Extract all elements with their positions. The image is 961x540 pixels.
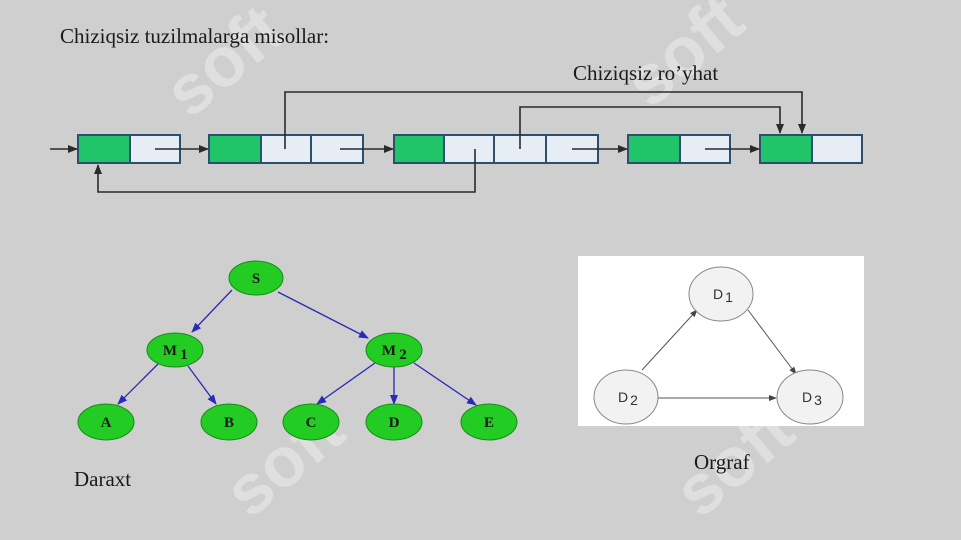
- tree-node-e: E: [460, 403, 518, 441]
- digraph-node-d3-sub: 3: [814, 392, 822, 408]
- tree-node-d: D: [365, 403, 423, 441]
- tree-node-m1: M 1: [146, 332, 204, 368]
- tree-node-e-label: E: [484, 415, 494, 431]
- nonlinear-list: [50, 91, 863, 193]
- digraph-node-d2-label: D: [618, 389, 628, 405]
- list-node-5: [759, 134, 863, 164]
- tree-node-m2: M 2: [365, 332, 423, 368]
- tree-node-a-label: A: [101, 415, 112, 431]
- list-arrows: [50, 91, 806, 193]
- list-node-3: [393, 134, 599, 164]
- tree-node-m1-label: M: [163, 343, 177, 359]
- digraph-node-d1: D 1: [688, 266, 754, 322]
- list-node-2: [208, 134, 364, 164]
- slide-title: Chiziqsiz tuzilmalarga misollar:: [60, 24, 330, 48]
- tree-node-a: A: [77, 403, 135, 441]
- tree-node-m2-label: M: [382, 343, 396, 359]
- digraph-edges: [641, 309, 797, 401]
- tree-node-m1-sub: 1: [180, 347, 188, 363]
- digraph-node-d1-sub: 1: [725, 289, 733, 305]
- digraph-node-d2-sub: 2: [630, 392, 638, 408]
- list-node-1: [77, 134, 181, 164]
- tree-caption: Daraxt: [74, 467, 132, 491]
- list-caption: Chiziqsiz ro’yhat: [573, 61, 719, 85]
- tree-node-c-label: C: [306, 415, 317, 431]
- tree-diagram: S M 1 M 2 A B C: [77, 260, 518, 441]
- digraph-node-d3: D 3: [776, 369, 844, 425]
- digraph-node-d2: D 2: [593, 369, 659, 425]
- tree-node-d-label: D: [389, 415, 400, 431]
- digraph-node-d3-label: D: [802, 389, 812, 405]
- tree-edges: [117, 289, 477, 406]
- digraph-caption: Orgraf: [694, 450, 750, 474]
- tree-node-c: C: [282, 403, 340, 441]
- digraph-node-d1-label: D: [713, 286, 723, 302]
- tree-node-m2-sub: 2: [399, 347, 407, 363]
- watermark-text-1: soft: [150, 0, 298, 131]
- tree-node-root: S: [228, 260, 284, 296]
- tree-node-b: B: [200, 403, 258, 441]
- tree-node-b-label: B: [224, 415, 234, 431]
- digraph: D 1 D 2 D 3: [578, 256, 864, 426]
- tree-node-root-label: S: [252, 271, 260, 287]
